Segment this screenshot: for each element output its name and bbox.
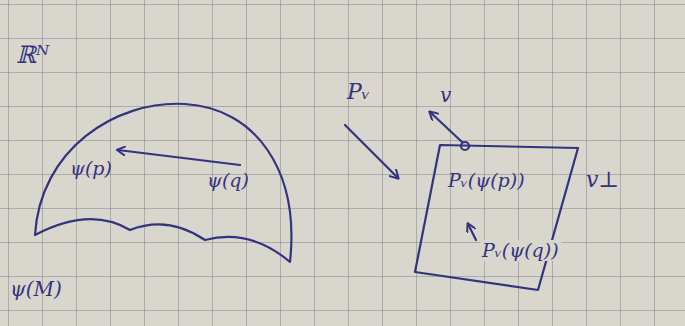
point-label: ψ(q) [205, 170, 251, 191]
surface-outline [35, 104, 291, 262]
surface-label: ψ(M) [8, 278, 64, 300]
space-label: ℝᴺ [14, 42, 51, 68]
plane-label: v⊥ [584, 168, 621, 192]
projection-label: Pᵥ(ψ(p)) [446, 170, 527, 191]
base-point [461, 142, 469, 150]
point-label: ψ(p) [68, 158, 114, 179]
plane-outline [415, 145, 578, 290]
normal-vector [430, 112, 462, 142]
vector-label: v [438, 84, 453, 106]
map-label: Pᵥ [345, 80, 372, 104]
projected-arrow [468, 224, 476, 240]
chord-arrow [118, 150, 240, 165]
projection-label: Pᵥ(ψ(q)) [480, 240, 561, 261]
map-arrow [345, 125, 398, 178]
